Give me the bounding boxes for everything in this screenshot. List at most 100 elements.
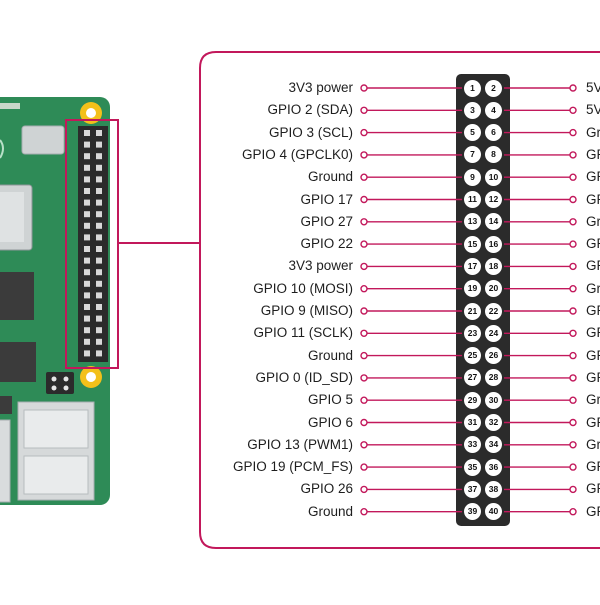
pin-label-right: 5V [586, 102, 600, 118]
pin-terminal-right [569, 285, 577, 293]
pin-terminal-left [360, 173, 368, 181]
pin-number-even: 22 [485, 302, 502, 320]
pin-label-right: Gr [586, 280, 600, 296]
pin-number-odd: 7 [464, 146, 481, 164]
pin-label-left: GPIO 6 [307, 414, 353, 430]
board-header-pin [96, 130, 102, 136]
board-header-pin [96, 164, 102, 171]
memory-chip [0, 272, 34, 320]
pin-number-even: 6 [485, 124, 502, 142]
pin-number-odd: 15 [464, 235, 481, 253]
pin-label-right: Gr [586, 124, 600, 140]
board-header-pin [84, 280, 90, 287]
board-header-pin [84, 211, 90, 218]
pin-label-right: GP [586, 236, 600, 252]
pin-terminal-right [569, 128, 577, 137]
pin-label-left: GPIO 10 (MOSI) [253, 280, 353, 296]
pin-terminal-right [569, 329, 577, 337]
pin-label-left: 3V3 power [288, 80, 353, 95]
pin-number-even: 36 [485, 458, 502, 476]
pin-terminal-right [569, 508, 577, 516]
pin-label-left: GPIO 2 (SDA) [267, 102, 353, 118]
pin-label-left: Ground [307, 503, 353, 519]
pin-terminal-right [569, 84, 577, 92]
pin-label-left: GPIO 22 [300, 236, 353, 252]
pin-label-right: GP [586, 503, 600, 519]
pin-number-even: 26 [485, 347, 502, 365]
pin-label-right: Gr [586, 213, 600, 229]
pin-label-left: 3V3 power [288, 258, 353, 274]
pin-number-even: 38 [485, 480, 502, 498]
pin-terminal-left [360, 351, 368, 360]
pin-label-left: GPIO 4 (GPCLK0) [241, 146, 353, 162]
board-header-pin [96, 141, 102, 148]
pin-label-right: GP [586, 146, 600, 162]
pin-number-even: 12 [485, 191, 502, 208]
callout-frame [199, 51, 600, 549]
board-header-pin [84, 234, 90, 241]
pin-terminal-left [360, 218, 368, 226]
pin-label-right: 5V [586, 80, 600, 95]
pin-number-even: 4 [485, 101, 502, 119]
board-header-pin [84, 141, 90, 148]
pin-terminal-right [569, 106, 577, 115]
board-header-pin [84, 338, 90, 345]
pin-terminal-left [360, 106, 368, 115]
pin-label-right: GP [586, 169, 600, 185]
board-gpio-pins [84, 130, 102, 357]
pin-terminal-right [569, 485, 577, 494]
pin-number-even: 16 [485, 235, 502, 253]
pin-label-right: GP [586, 325, 600, 341]
board-header-pin [84, 153, 90, 160]
pin-terminal-left [360, 396, 368, 404]
pin-number-even: 24 [485, 324, 502, 342]
pin-number-even: 18 [485, 257, 502, 275]
pin-terminal-left [360, 418, 368, 427]
board-header-pin [96, 269, 102, 276]
board-header-pin [84, 199, 90, 206]
pin-terminal-left [360, 84, 368, 92]
pin-terminal-left [360, 195, 368, 204]
pin-terminal-right [569, 396, 577, 404]
pin-label-right: GP [586, 459, 600, 475]
board-header-pin [96, 176, 102, 183]
board-component [21, 125, 65, 155]
pin-terminal-right [569, 463, 577, 471]
pin-number-odd: 5 [464, 124, 481, 142]
board-header-pin [84, 222, 90, 229]
board-header-pin [84, 292, 90, 299]
pin-label-left: GPIO 11 (SCLK) [253, 325, 353, 341]
pin-terminal-left [360, 463, 368, 471]
ethernet-port [0, 419, 11, 503]
pin-terminal-right [569, 351, 577, 360]
pin-number-odd: 29 [464, 391, 481, 409]
usb-port-lower [23, 455, 89, 495]
board-header-pin [96, 199, 102, 206]
pin-label-right: GP [586, 191, 600, 207]
board-header-pin [96, 338, 102, 345]
board-header-pin [96, 292, 102, 299]
pin-terminal-right [569, 374, 577, 382]
board-gpio-header [78, 126, 108, 362]
pin-label-right: Gr [586, 392, 600, 408]
board-header-pin [96, 222, 102, 229]
pin-number-odd: 23 [464, 324, 481, 342]
pin-number-odd: 19 [464, 280, 481, 298]
board-header-pin [84, 350, 90, 357]
pin-number-odd: 37 [464, 480, 481, 498]
pin-label-left: Ground [307, 347, 353, 363]
small-chip [0, 396, 12, 414]
board-header-pin [96, 327, 102, 334]
pin-terminal-right [569, 307, 577, 315]
board-header-pin [96, 234, 102, 241]
pin-number-even: 30 [485, 391, 502, 409]
board-header-pin [84, 327, 90, 334]
pin-number-even: 10 [485, 168, 502, 186]
pin-terminal-left [360, 485, 368, 494]
pin-terminal-right [569, 418, 577, 427]
pin-lead-lines [360, 84, 577, 516]
pin-number-odd: 1 [464, 79, 481, 97]
pin-number-odd: 21 [464, 302, 481, 320]
pin-terminal-left [360, 374, 368, 382]
pin-terminal-right [569, 195, 577, 204]
